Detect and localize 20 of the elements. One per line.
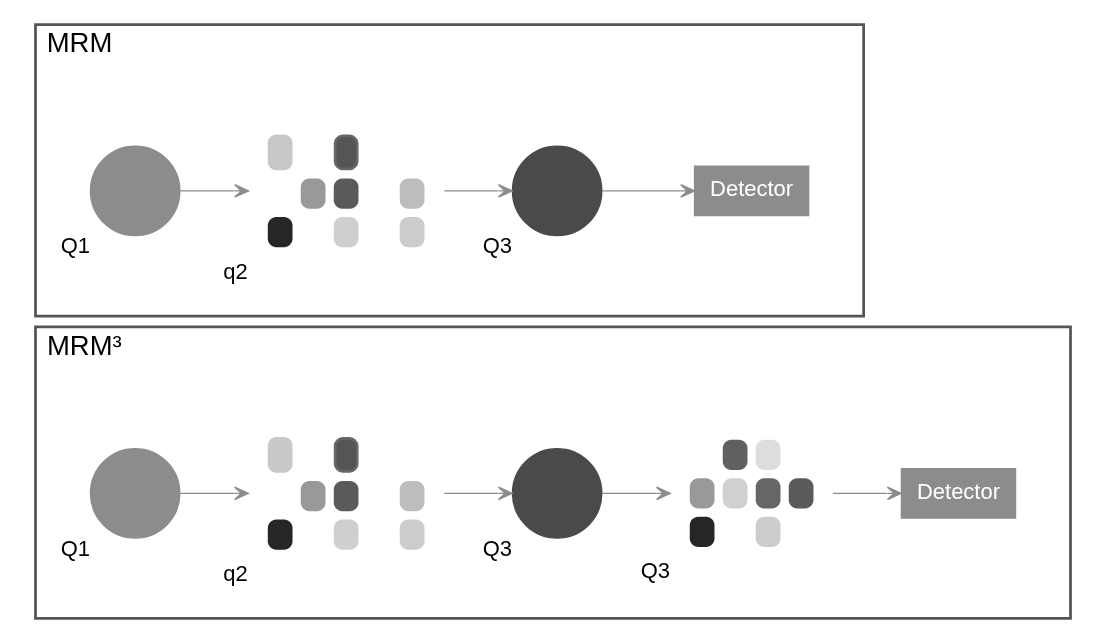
node-label: Q1 — [60, 535, 91, 561]
arrow — [443, 486, 513, 501]
arrow — [179, 486, 250, 501]
node-circle — [89, 145, 181, 237]
node-label: Q1 — [60, 233, 91, 259]
node-label: q2 — [223, 258, 248, 284]
node-label: Q3 — [482, 233, 512, 259]
arrow — [832, 486, 902, 501]
node-label: Q3 — [482, 535, 512, 561]
node-circle — [89, 447, 181, 539]
node-box: Detector — [693, 165, 810, 217]
node-circle — [511, 447, 603, 539]
node-label: Q3 — [640, 558, 671, 584]
arrow — [601, 184, 696, 198]
node-label: q2 — [223, 561, 248, 587]
arrow — [443, 184, 513, 198]
arrow — [601, 486, 671, 501]
node-circle — [511, 145, 603, 237]
arrow — [179, 184, 250, 198]
node-box: Detector — [900, 467, 1017, 519]
